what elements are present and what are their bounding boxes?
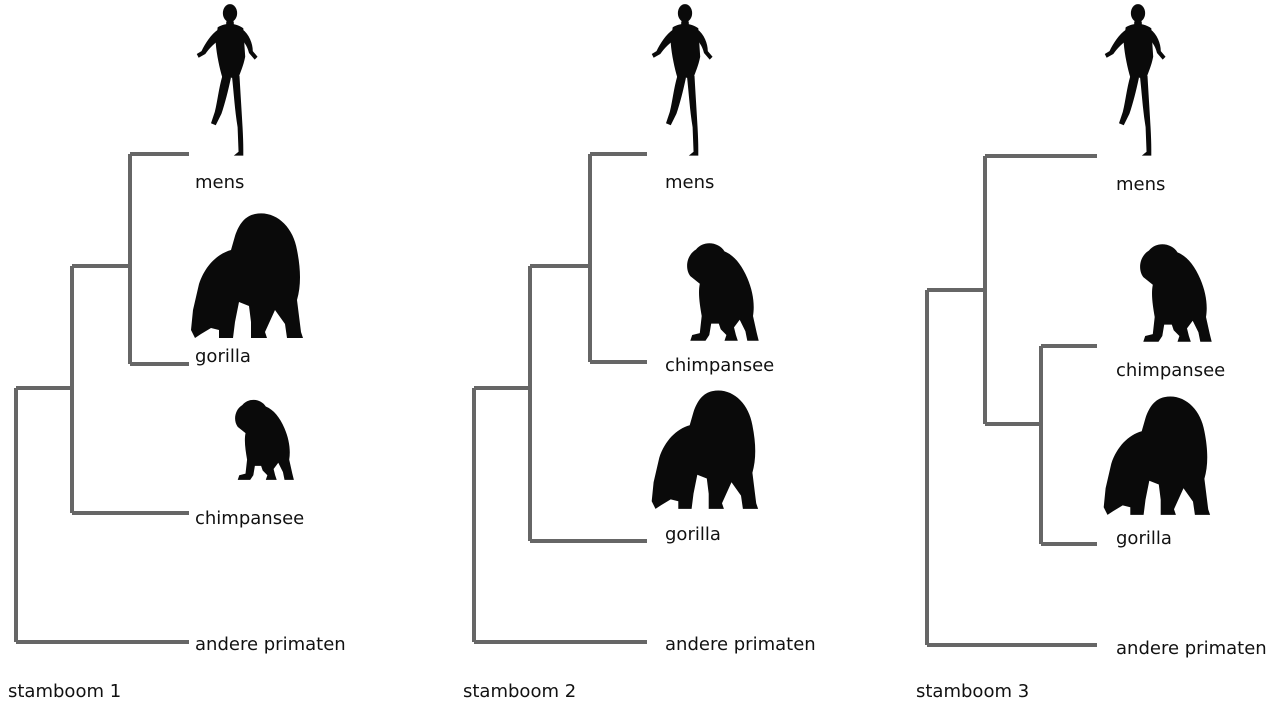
gorilla-icon xyxy=(1103,396,1211,515)
tree-caption: stamboom 1 xyxy=(8,681,121,702)
leaf-label: andere primaten xyxy=(665,634,816,655)
tree-caption: stamboom 3 xyxy=(916,681,1029,702)
leaf-label: andere primaten xyxy=(195,634,346,655)
tree-2: mens chimpansee gorilla andere primaten stam… xyxy=(463,4,816,702)
leaf-label: mens xyxy=(665,172,714,193)
chimpanzee-icon xyxy=(1140,244,1212,342)
chimpanzee-icon xyxy=(235,399,294,480)
leaf-label: chimpansee xyxy=(1116,360,1225,381)
tree-caption: stamboom 2 xyxy=(463,681,576,702)
leaf-label: gorilla xyxy=(665,524,721,545)
leaf-label: mens xyxy=(1116,174,1165,195)
leaf-label: chimpansee xyxy=(195,508,304,529)
leaf-label: chimpansee xyxy=(665,355,774,376)
tree-3: mens chimpansee gorilla andere primaten stam… xyxy=(916,4,1267,702)
gorilla-icon xyxy=(191,213,303,338)
human-icon xyxy=(651,4,713,156)
gorilla-icon xyxy=(651,390,759,509)
human-icon xyxy=(1104,4,1166,156)
human-icon xyxy=(196,4,258,156)
chimpanzee-icon xyxy=(687,243,759,341)
leaf-label: mens xyxy=(195,172,244,193)
tree-1: mens gorilla chimpansee andere primaten stam… xyxy=(8,4,346,702)
leaf-label: gorilla xyxy=(195,346,251,367)
leaf-label: gorilla xyxy=(1116,528,1172,549)
leaf-label: andere primaten xyxy=(1116,638,1267,659)
